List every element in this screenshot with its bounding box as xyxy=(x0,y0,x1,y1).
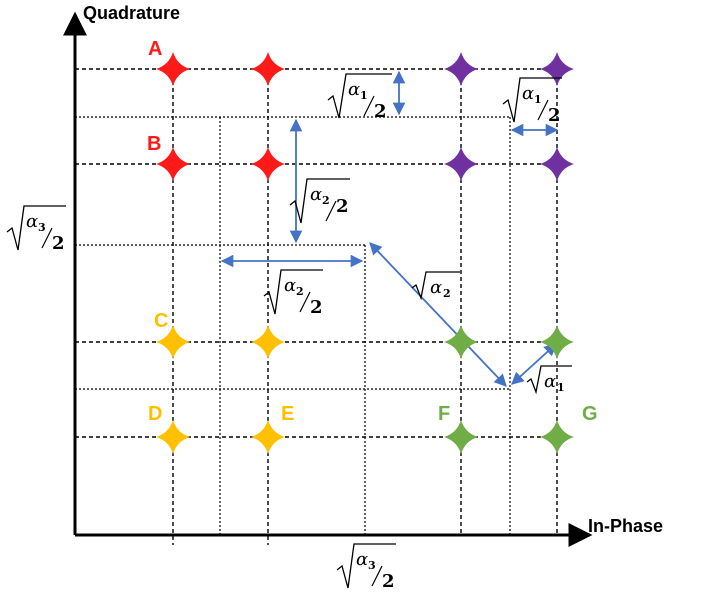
purple-star-icon xyxy=(540,147,574,181)
point-labels: A B C D E F G xyxy=(147,38,598,425)
formula-alpha: α xyxy=(284,275,296,296)
grid-lines xyxy=(75,60,560,545)
formula-denominator: 2 xyxy=(310,297,323,318)
formula-denominator: 2 xyxy=(374,101,387,122)
green-star-icon xyxy=(540,420,574,454)
green-star-icon xyxy=(444,325,478,359)
yellow-star-icon xyxy=(156,420,190,454)
formula-alpha: α xyxy=(522,83,534,104)
radical-sign xyxy=(263,269,323,315)
formula-sub: 1 xyxy=(557,381,565,394)
formula-sqrt-alpha1-over2-right: α 1 2 xyxy=(502,77,562,126)
x-axis-label: In-Phase xyxy=(588,516,663,536)
label-b: B xyxy=(147,133,161,155)
formula-alpha: α xyxy=(26,211,38,232)
arrow-alpha2-diagonal xyxy=(369,242,507,387)
green-star-icon xyxy=(540,325,574,359)
y-axis-label: Quadrature xyxy=(83,3,180,23)
formula-alpha: α xyxy=(356,549,368,570)
formula-sqrt-alpha1-over2-top: α 1 2 xyxy=(327,73,392,122)
formula-alpha: α xyxy=(430,277,442,298)
formula-sqrt-alpha2-over2-horizontal: α 2 2 xyxy=(263,269,323,318)
label-f: F xyxy=(438,403,450,425)
label-a: A xyxy=(148,38,162,60)
formula-slash xyxy=(41,227,53,249)
formula-sub: 2 xyxy=(296,285,304,298)
formula-sub: 3 xyxy=(38,221,46,234)
formula-sub: 2 xyxy=(443,287,451,300)
red-star-icon xyxy=(156,147,190,181)
yellow-star-icon xyxy=(251,420,285,454)
measurement-arrows xyxy=(220,70,559,387)
red-star-icon xyxy=(156,52,190,86)
label-g: G xyxy=(582,403,598,425)
formula-denominator: 2 xyxy=(52,233,65,254)
red-star-icon xyxy=(251,52,285,86)
formula-denominator: 2 xyxy=(548,105,561,126)
formula-sqrt-alpha2-over2-vertical: α 2 2 xyxy=(289,178,350,224)
formula-sqrt-alpha3-over2-yaxis: α 3 2 xyxy=(6,205,66,254)
radical-sign xyxy=(6,205,66,251)
formula-alpha: α xyxy=(310,184,322,205)
label-d: D xyxy=(148,403,162,425)
purple-star-icon xyxy=(540,52,574,86)
green-star-icon xyxy=(444,420,478,454)
formula-sqrt-alpha3-over2-xaxis: α 3 2 xyxy=(336,543,396,592)
radical-sign xyxy=(502,77,562,123)
yellow-star-icon xyxy=(251,325,285,359)
constellation-points xyxy=(156,52,574,454)
formula-sub: 1 xyxy=(534,93,542,106)
radical-sign xyxy=(411,271,460,301)
formula-slash xyxy=(299,291,311,313)
formula-sqrt-alpha2: α 2 xyxy=(411,271,460,301)
dotted-lines xyxy=(75,116,511,535)
formula-sub: 1 xyxy=(360,89,368,102)
formula-slash xyxy=(371,565,383,587)
formula-slash xyxy=(363,95,375,117)
red-star-icon xyxy=(251,147,285,181)
label-c: C xyxy=(154,310,168,332)
formula-alpha: α xyxy=(348,79,360,100)
radical-sign xyxy=(336,543,396,589)
formula-slash xyxy=(325,200,337,222)
arrow-alpha1-diagonal xyxy=(511,343,557,385)
purple-star-icon xyxy=(444,147,478,181)
label-e: E xyxy=(281,403,294,425)
radical-sign xyxy=(526,365,572,395)
yellow-star-icon xyxy=(156,325,190,359)
formula-sub: 3 xyxy=(368,559,376,572)
formula-denominator: 2 xyxy=(382,571,395,592)
formula-denominator: 2 xyxy=(336,196,349,217)
radical-sign xyxy=(327,73,392,119)
purple-star-icon xyxy=(444,52,478,86)
radical-sign xyxy=(289,178,350,224)
formula-slash xyxy=(537,99,549,121)
formula-sub: 2 xyxy=(322,194,330,207)
formula-alpha: α xyxy=(544,371,556,392)
formula-sqrt-alpha1: α 1 xyxy=(526,365,572,395)
